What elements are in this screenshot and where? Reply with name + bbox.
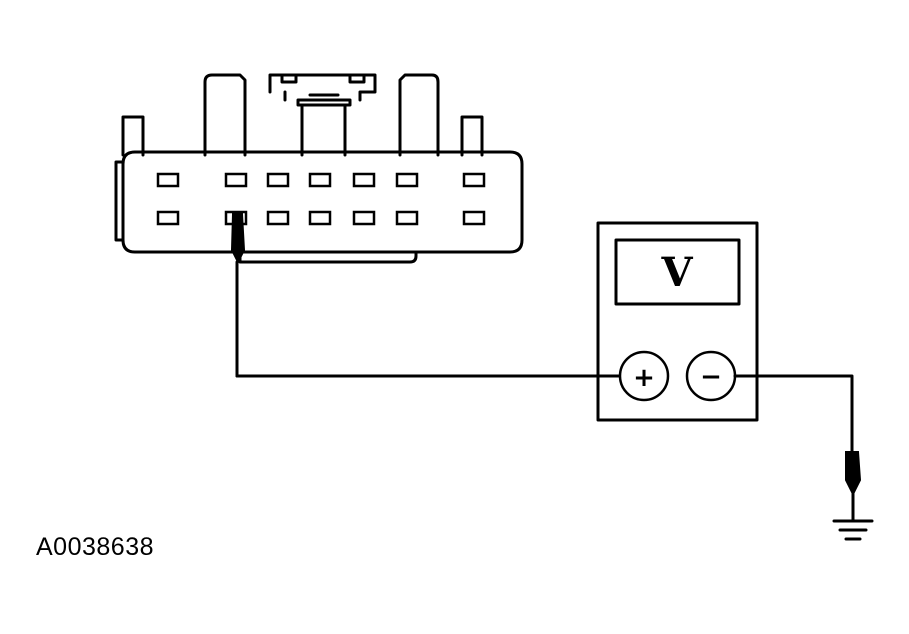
voltmeter-body [596, 221, 759, 422]
connector-lock-tab [280, 73, 366, 84]
connector-pin [156, 210, 180, 226]
figure-id: A0038638 [36, 533, 155, 561]
connector-pin [462, 210, 486, 226]
negative-terminal-label: − [700, 362, 722, 392]
voltmeter-symbol: V [660, 249, 693, 296]
connector-pin [352, 210, 376, 226]
connector-pin [395, 172, 419, 188]
connector-pin [224, 172, 248, 188]
ground-clip [845, 451, 862, 522]
voltmeter: V + − [596, 221, 759, 422]
positive-terminal [618, 350, 670, 402]
voltmeter-display [614, 238, 741, 306]
connector-pin [395, 210, 419, 226]
connector-pin [156, 172, 180, 188]
connector-bottom-skirt [238, 250, 418, 264]
negative-test-lead [733, 374, 854, 454]
connector [114, 73, 524, 264]
connector-body [121, 150, 524, 254]
positive-terminal-label: + [633, 363, 655, 393]
connector-latch [121, 73, 484, 157]
ground-icon [832, 519, 874, 541]
connector-side-rib [114, 160, 125, 242]
connector-pins [156, 172, 486, 226]
test-probe [230, 213, 246, 378]
connector-pin [308, 172, 332, 188]
connector-pin [266, 210, 290, 226]
connector-pin [266, 172, 290, 188]
connector-pin [462, 172, 486, 188]
connector-pin [352, 172, 376, 188]
connector-pin [308, 210, 332, 226]
